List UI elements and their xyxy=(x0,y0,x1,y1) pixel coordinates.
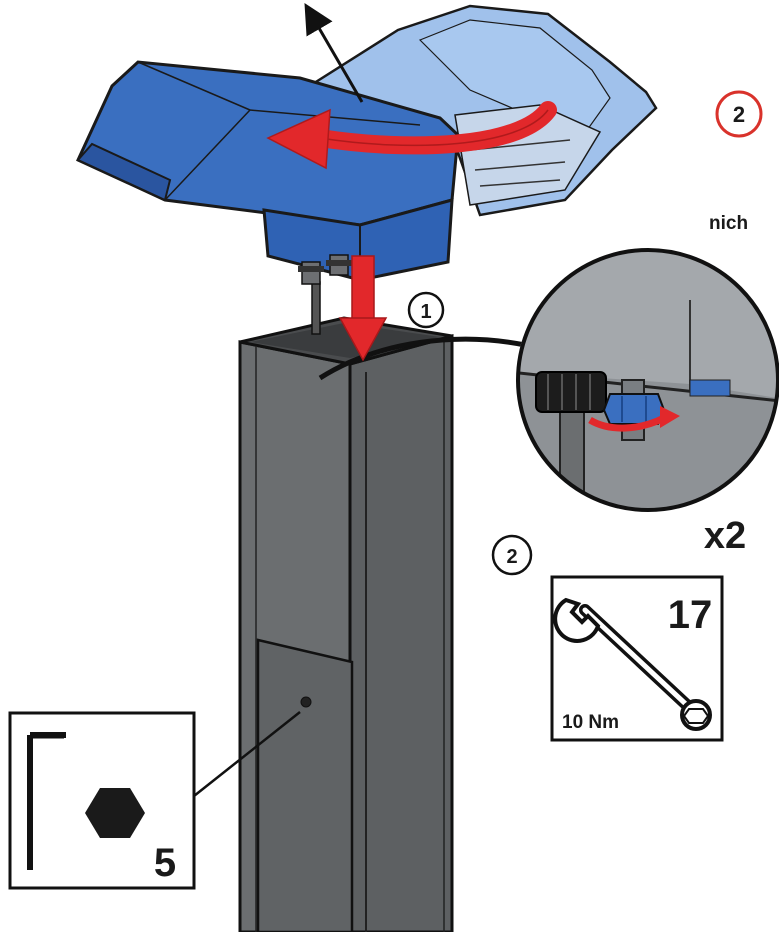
cable-curve xyxy=(318,336,526,381)
torque-label: 10 Nm xyxy=(562,712,619,733)
hex-key-size-label: 5 xyxy=(154,841,176,885)
side-step-2-label: 2 xyxy=(733,102,745,127)
rotate-arrow xyxy=(266,101,557,170)
step-1-marker: 1 xyxy=(407,291,445,329)
open-lid-arrow xyxy=(304,3,364,103)
post xyxy=(238,281,526,932)
hex-key-spec-box: 5 xyxy=(8,711,196,890)
hex-socket-icon xyxy=(85,788,145,838)
hex-key-icon xyxy=(27,732,66,870)
side-step-2-marker: 2 xyxy=(715,90,763,138)
cable-rod xyxy=(311,281,321,335)
wrench-spec-box: 17 10 Nm xyxy=(550,575,724,742)
step-1-label: 1 xyxy=(420,301,431,323)
side-text: nich xyxy=(709,213,748,234)
step-2-label: 2 xyxy=(506,546,517,568)
insert-down-arrow xyxy=(338,255,388,362)
charger-housing xyxy=(76,4,658,285)
gland-nut-black xyxy=(535,371,607,413)
cable-gland-right xyxy=(326,254,352,276)
wrench-icon xyxy=(553,597,712,731)
step-2-marker: 2 xyxy=(491,534,533,576)
gland-nut-blue xyxy=(602,393,666,425)
cable-gland-left xyxy=(298,261,324,285)
multiplier-label: x2 xyxy=(704,515,746,557)
panel-screw-icon xyxy=(300,696,312,708)
wrench-size-label: 17 xyxy=(668,593,713,637)
access-panel xyxy=(256,638,354,932)
detail-magnifier: x2 xyxy=(516,248,779,557)
hex-key-leader-line xyxy=(193,711,301,797)
